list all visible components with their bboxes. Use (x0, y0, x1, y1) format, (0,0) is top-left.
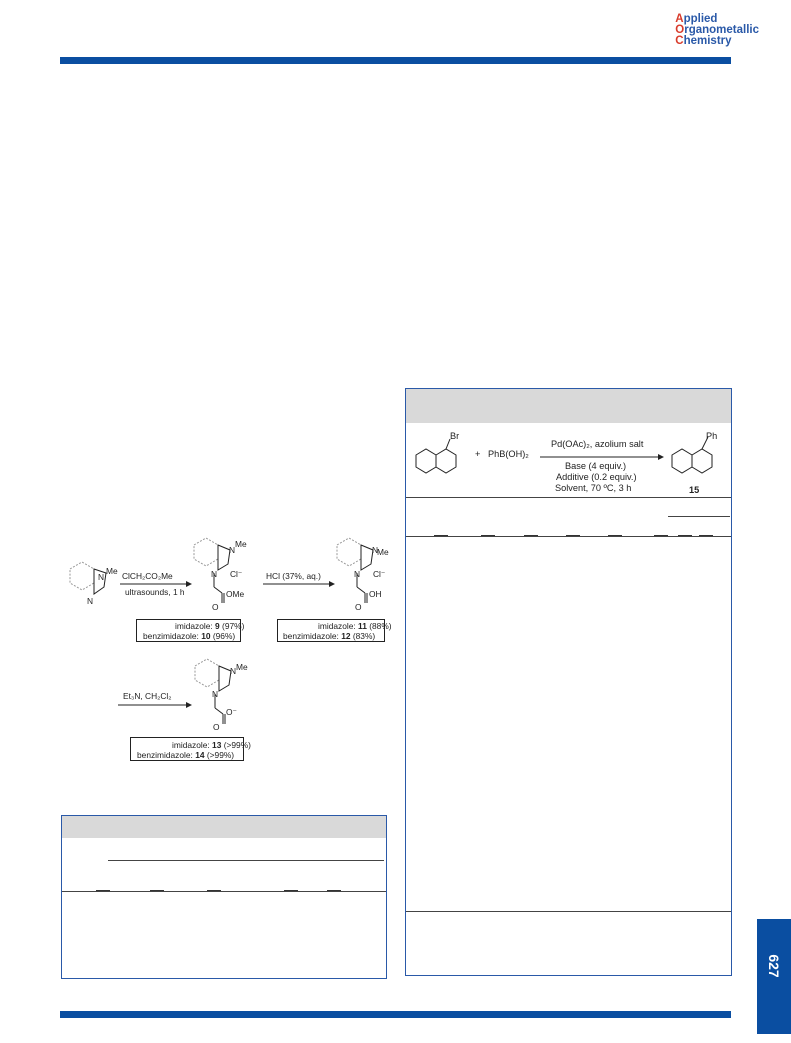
p2-o: O (355, 602, 362, 612)
products1-bracket (136, 619, 241, 642)
p1-nplus: N (211, 569, 218, 579)
p3-n: N (230, 666, 237, 676)
p1-row1: imidazole: 9 (97%) (175, 621, 245, 631)
p3-me: Me (236, 662, 248, 672)
footer-rule (60, 1011, 731, 1018)
table-1-header (62, 816, 386, 838)
p2-row2: benzimidazole: 12 (83%) (283, 631, 376, 641)
products2-bracket (277, 619, 385, 642)
p1-o: O (212, 602, 219, 612)
products3-bracket (130, 737, 244, 761)
bromonaphthalene-structure (415, 438, 457, 474)
table-1-rule (62, 891, 386, 892)
p2-cl: Cl⁻ (373, 569, 386, 579)
phenylnaphthalene-structure (671, 436, 713, 474)
table-2-dash (699, 535, 713, 536)
p2-n: N (372, 545, 379, 555)
step1-reagent: ClCH₂CO₂Me (122, 571, 173, 581)
table-1-subrule (108, 860, 384, 861)
table-2-dash (654, 535, 668, 536)
start-n2: N (87, 596, 94, 606)
rxn-br: Br (450, 431, 460, 441)
page-number: 627 (766, 954, 782, 978)
table-2-dash (608, 535, 622, 536)
rxn-additive: Additive (0.2 equiv.) (556, 472, 637, 482)
rxn-base: Base (4 equiv.) (565, 461, 627, 471)
table-2-bottom-rule (406, 911, 731, 912)
header-rule (60, 57, 731, 64)
page-tab (757, 919, 791, 1034)
table-2-dash (434, 535, 448, 536)
p3-nplus: N (212, 689, 219, 699)
arrow-1 (120, 581, 192, 587)
table-1-dash (150, 890, 164, 891)
table-2-rule (406, 536, 731, 537)
table-2-dash (678, 535, 692, 536)
rxn-ph: Ph (706, 431, 718, 441)
starting-azole-structure (69, 561, 107, 595)
table-2-header (406, 389, 731, 423)
zwitterion-structure (194, 658, 232, 724)
journal-logo: Applied Organometallic Chemistry (675, 13, 759, 47)
table-1-dash (96, 890, 110, 891)
step2-reagent: HCl (37%, aq.) (266, 571, 321, 581)
step1-condition: ultrasounds, 1 h (125, 587, 185, 597)
ester-salt-structure (193, 537, 231, 603)
table-2-dash (481, 535, 495, 536)
p1-n: N (229, 545, 236, 555)
table-1-dash (327, 890, 341, 891)
step3-reagent: Et₃N, CH₂Cl₂ (123, 691, 172, 701)
table-1-dash (284, 890, 298, 891)
p1-cl: Cl⁻ (230, 569, 243, 579)
p2-oh: OH (369, 589, 382, 599)
p3-ominus: O⁻ (226, 707, 237, 717)
arrow-3 (118, 702, 192, 708)
rxn-plus: + (475, 449, 481, 459)
start-methyl: Me (106, 566, 118, 576)
p2-me: Me (377, 547, 389, 557)
p3-row2: benzimidazole: 14 (>99%) (137, 750, 235, 760)
p2-nplus: N (354, 569, 361, 579)
p3-o: O (213, 722, 220, 732)
arrow-2 (263, 581, 335, 587)
rxn-solvent: Solvent, 70 ºC, 3 h (555, 483, 632, 493)
table-2-rule (406, 497, 731, 498)
p1-row2: benzimidazole: 10 (96%) (143, 631, 236, 641)
rxn-catalyst: Pd(OAc)₂, azolium salt (551, 439, 644, 449)
table-1-dash (207, 890, 221, 891)
acid-salt-structure (336, 537, 374, 603)
p3-row1: imidazole: 13 (>99%) (172, 740, 251, 750)
start-n: N (98, 572, 105, 582)
rxn-boronic: PhB(OH)₂ (488, 449, 529, 459)
p1-me: Me (235, 539, 247, 549)
rxn-arrow (540, 454, 664, 460)
rxn-product-number: 15 (689, 485, 700, 495)
table-2-dash (524, 535, 538, 536)
p2-row1: imidazole: 11 (88%) (318, 621, 392, 631)
table-2: Br + PhB(OH)₂ Pd(OAc)₂, azolium salt Bas… (405, 388, 732, 976)
p1-ome: OMe (226, 589, 245, 599)
table-2-subrule (668, 516, 730, 517)
table-1 (61, 815, 387, 979)
table-2-dash (566, 535, 580, 536)
